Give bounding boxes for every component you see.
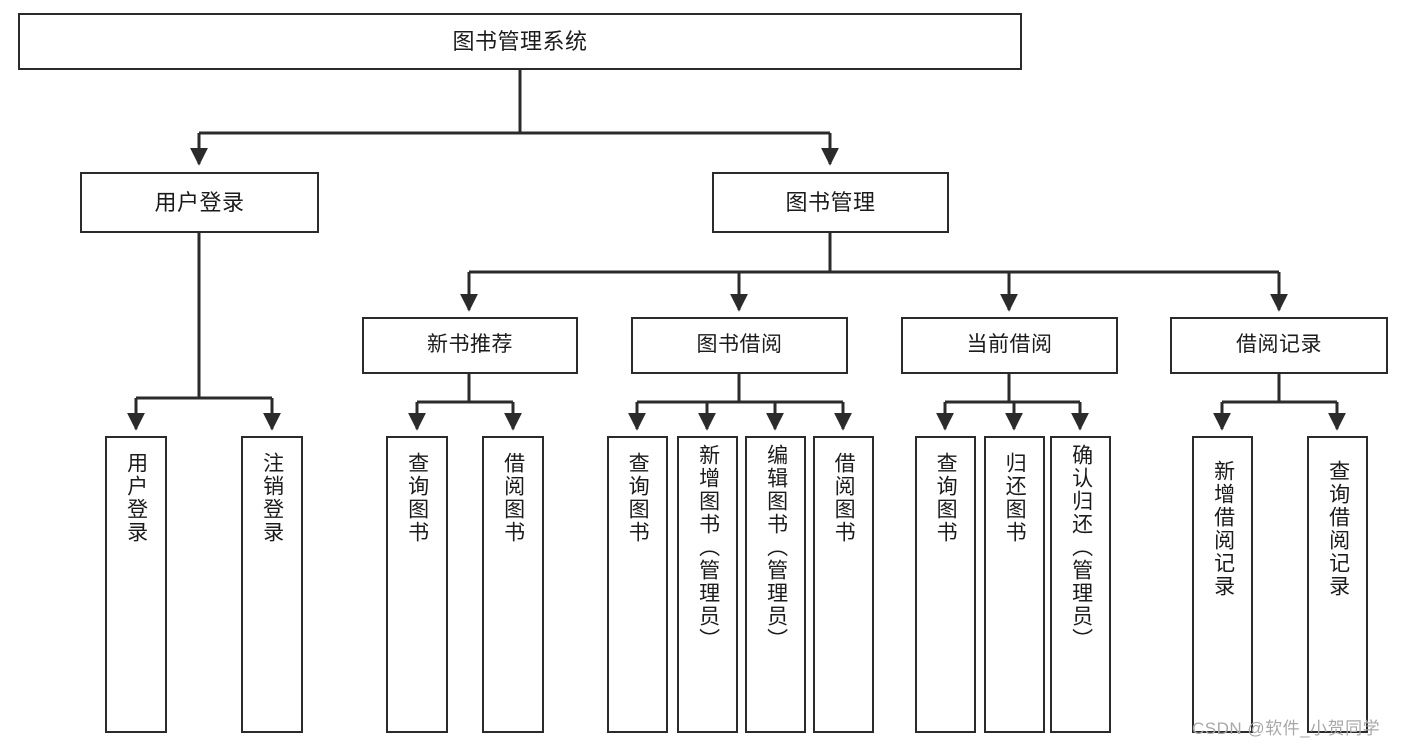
node-label: 借阅图书 [832, 452, 856, 544]
leaf-confirm-return-admin[interactable]: 确认归还（管理员） [1050, 436, 1111, 733]
node-new-book-recommendation[interactable]: 新书推荐 [362, 317, 578, 374]
leaf-logout[interactable]: 注销登录 [241, 436, 303, 733]
node-book-borrow[interactable]: 图书借阅 [631, 317, 848, 374]
leaf-query-book-borrow[interactable]: 查询图书 [607, 436, 668, 733]
node-label: 借阅记录 [1236, 333, 1322, 357]
leaf-user-login[interactable]: 用户登录 [105, 436, 167, 733]
node-label: 新增图书（管理员） [696, 444, 720, 651]
node-label: 新书推荐 [427, 333, 513, 357]
node-borrow-records[interactable]: 借阅记录 [1170, 317, 1388, 374]
node-label: 归还图书 [1003, 452, 1027, 544]
node-label: 当前借阅 [966, 333, 1053, 357]
leaf-query-borrow-record[interactable]: 查询借阅记录 [1307, 436, 1368, 733]
node-label: 查询图书 [626, 452, 650, 544]
leaf-borrow-book-recommendation[interactable]: 借阅图书 [482, 436, 544, 733]
node-label: 查询借阅记录 [1326, 460, 1350, 598]
node-label: 新增借阅记录 [1211, 460, 1235, 598]
watermark-text: CSDN @软件_小贺同学 [1192, 719, 1381, 738]
leaf-query-book-current[interactable]: 查询图书 [915, 436, 976, 733]
node-label: 图书管理系统 [452, 28, 588, 54]
leaf-return-book[interactable]: 归还图书 [984, 436, 1045, 733]
node-book-management[interactable]: 图书管理 [712, 172, 949, 233]
node-label: 确认归还（管理员） [1069, 444, 1093, 651]
node-label: 图书管理 [785, 189, 876, 215]
node-label: 用户登录 [124, 452, 148, 544]
node-user-login[interactable]: 用户登录 [80, 172, 319, 233]
node-label: 编辑图书（管理员） [764, 444, 788, 651]
leaf-query-book-recommendation[interactable]: 查询图书 [386, 436, 448, 733]
node-label: 用户登录 [154, 189, 245, 215]
node-label: 图书借阅 [696, 333, 783, 357]
node-root-system[interactable]: 图书管理系统 [18, 13, 1022, 70]
leaf-add-borrow-record[interactable]: 新增借阅记录 [1192, 436, 1253, 733]
node-label: 查询图书 [405, 452, 429, 544]
node-current-borrow[interactable]: 当前借阅 [901, 317, 1118, 374]
node-label: 查询图书 [934, 452, 958, 544]
leaf-edit-book-admin[interactable]: 编辑图书（管理员） [745, 436, 806, 733]
node-label: 借阅图书 [501, 452, 525, 544]
leaf-add-book-admin[interactable]: 新增图书（管理员） [677, 436, 738, 733]
leaf-borrow-book[interactable]: 借阅图书 [813, 436, 874, 733]
node-label: 注销登录 [260, 452, 284, 544]
